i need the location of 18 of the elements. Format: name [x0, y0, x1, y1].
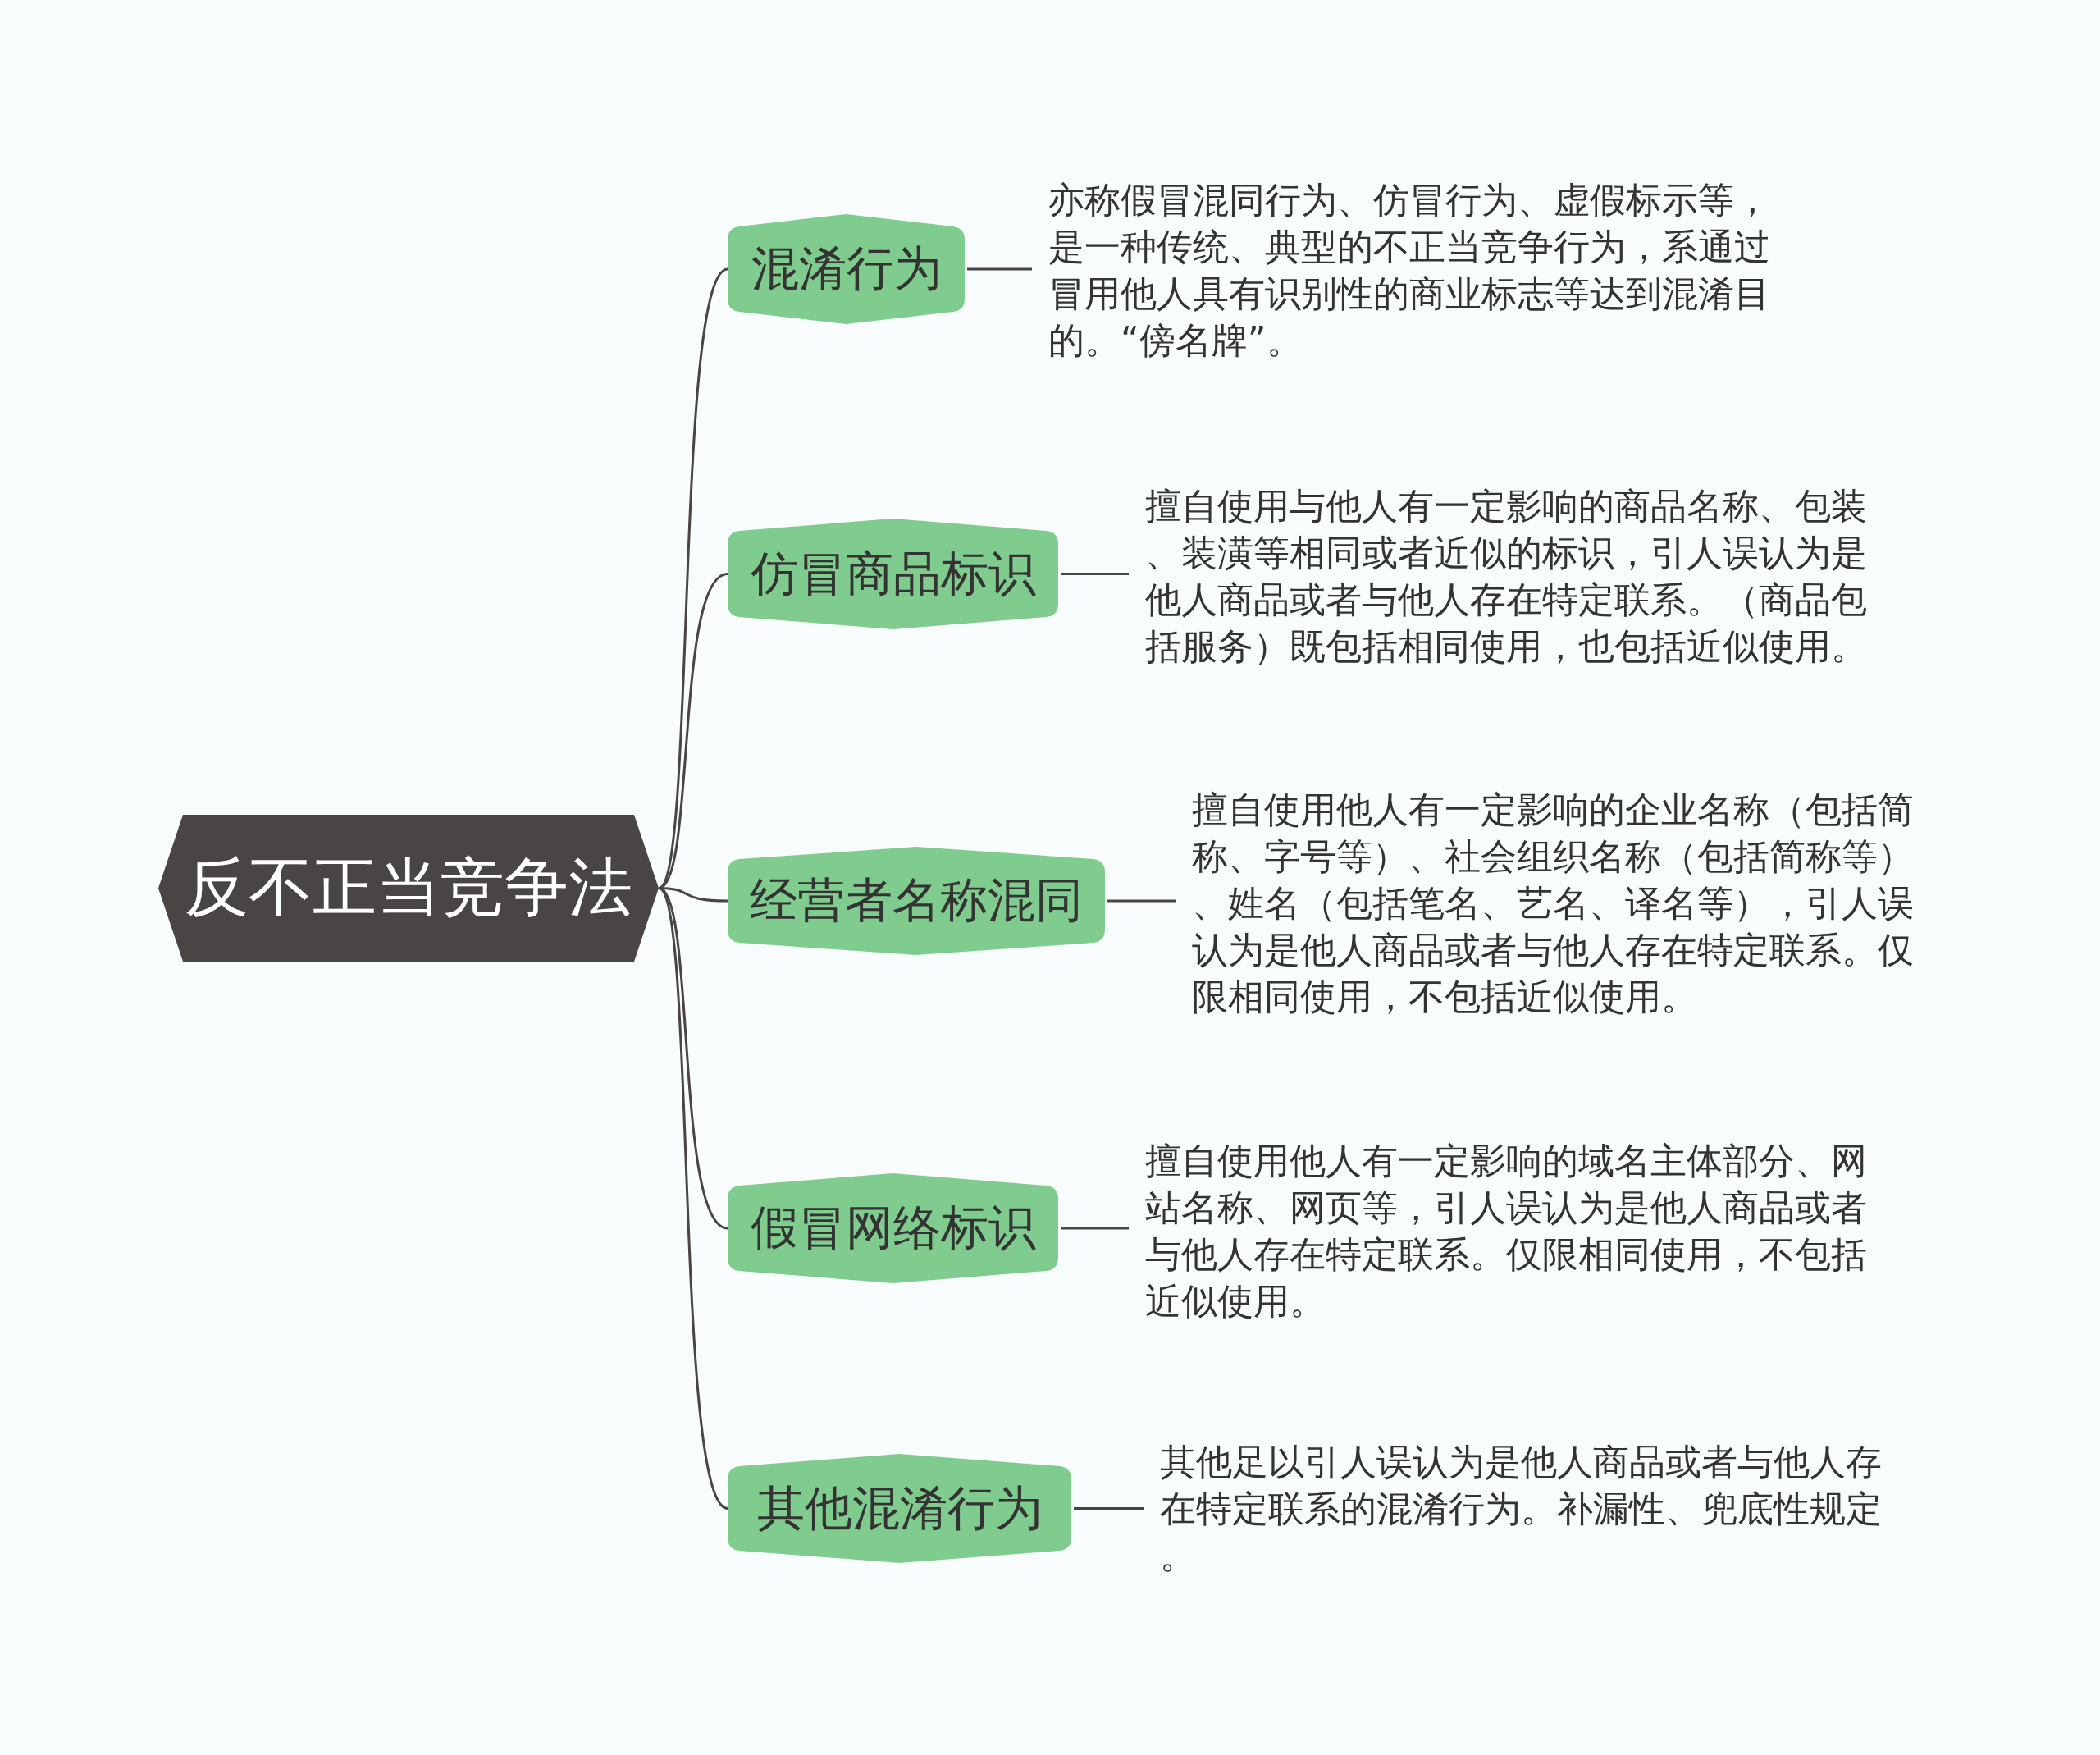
connector-line: [1074, 1507, 1144, 1510]
root-topic-box: 反不正当竞争法: [158, 815, 659, 962]
topic-box: 假冒网络标识: [728, 1173, 1058, 1283]
description-text: 擅自使用他人有一定影响的企业名称（包括简称、字号等）、社会组织名称（包括简称等）、姓名（包括笔名、艺名、译名等），引人误认为是他人商品或者与他人存在特定联系。仅限相同使用，不包括近似使用。: [1192, 786, 1938, 1024]
connector-line: [1107, 899, 1176, 903]
connector-line: [658, 573, 728, 889]
topic-box: 仿冒商品标识: [728, 519, 1058, 629]
topic-box: 混淆行为: [728, 214, 965, 324]
connector-line: [1061, 573, 1129, 575]
connector-line: [657, 887, 729, 1510]
connector-line: [967, 267, 1032, 271]
topic-box: 其他混淆行为: [728, 1454, 1071, 1563]
connector-line: [1061, 1227, 1129, 1230]
description-text: 其他足以引人误认为是他人商品或者与他人存在特定联系的混淆行为。补漏性、兜底性规定。: [1160, 1438, 1906, 1583]
topic-box: 经营者名称混同: [728, 847, 1105, 955]
description-text: 擅自使用与他人有一定影响的商品名称、包装、装潢等相同或者近似的标识，引人误认为是他人商品或者与他人存在特定联系。（商品包括服务）既包括相同使用，也包括近似使用。: [1145, 482, 1892, 673]
description-text: 亦称假冒混同行为、仿冒行为、虚假标示等，是一种传统、典型的不正当竞争行为，系通过冒用他人具有识别性的商业标志等达到混淆目的。“傍名牌”。: [1048, 176, 1795, 370]
description-text: 擅自使用他人有一定影响的域名主体部分、网站名称、网页等，引人误认为是他人商品或者与他人存在特定联系。仅限相同使用，不包括近似使用。: [1145, 1137, 1892, 1328]
